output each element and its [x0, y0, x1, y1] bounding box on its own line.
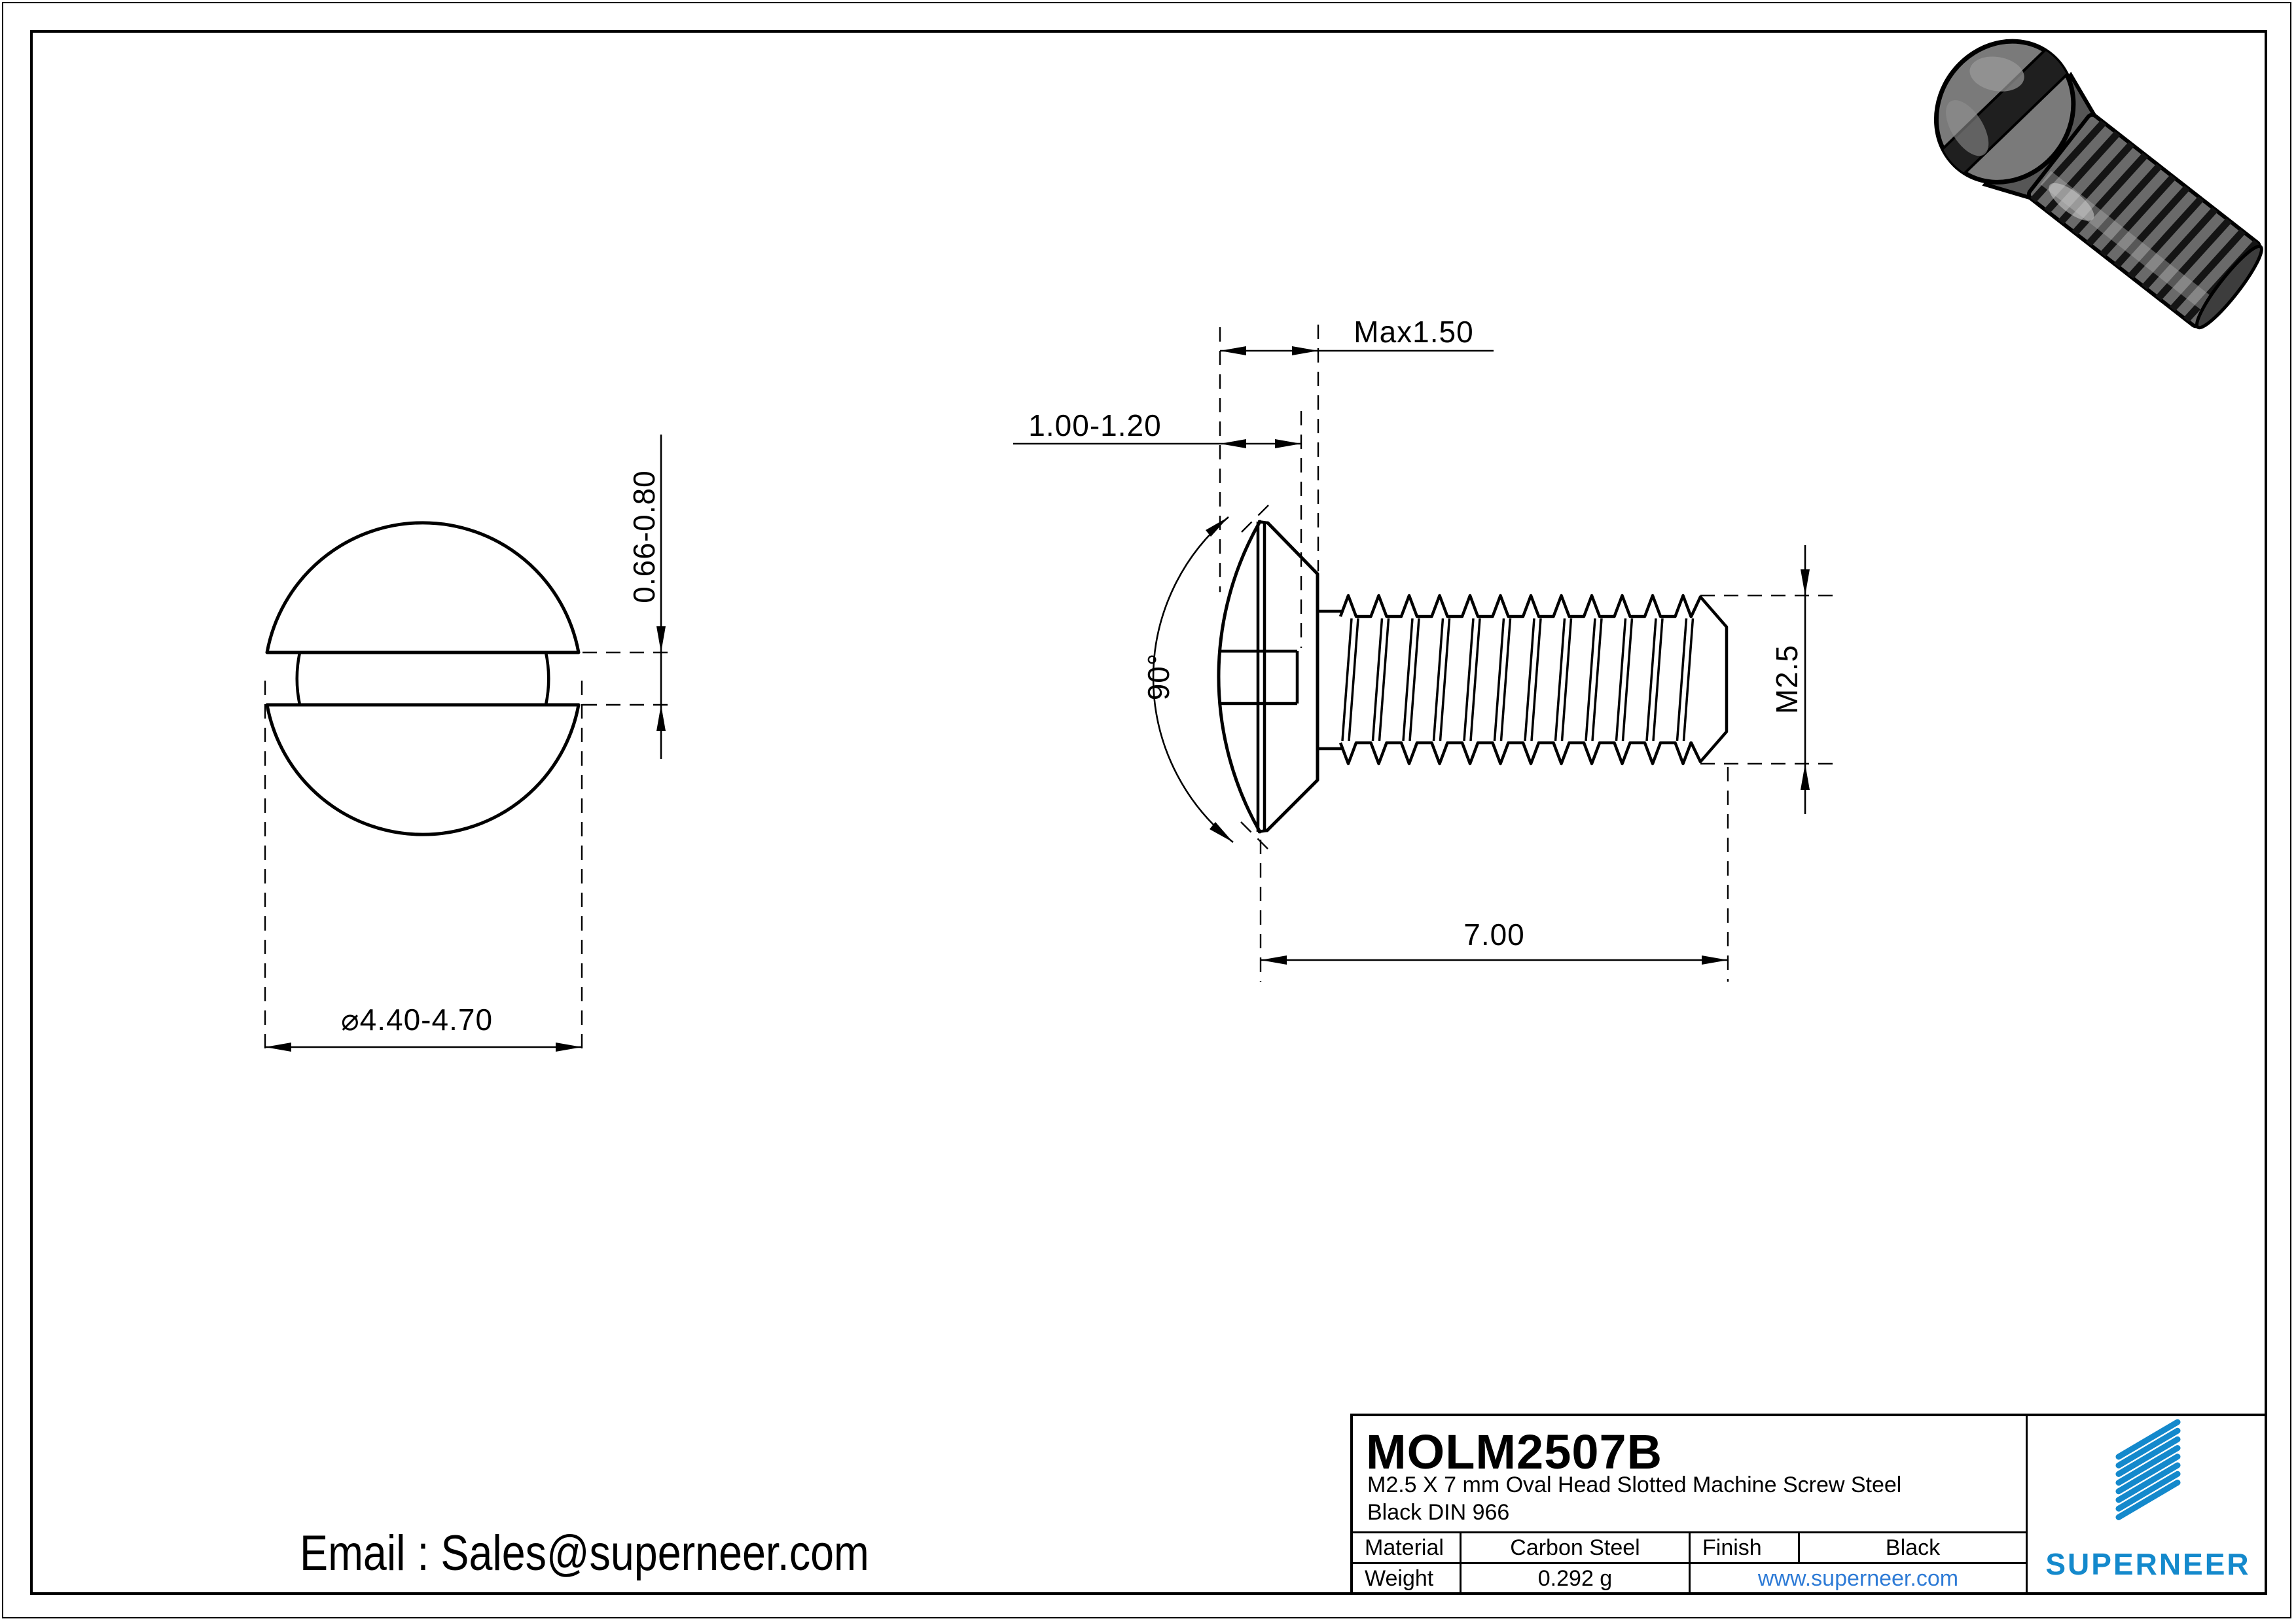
- finish-label: Finish: [1689, 1531, 1798, 1562]
- part-description-line1: M2.5 X 7 mm Oval Head Slotted Machine Sc…: [1367, 1472, 1902, 1497]
- website-link-text[interactable]: www.superneer.com: [1757, 1566, 1959, 1591]
- dim-length: 7.00: [1463, 918, 1525, 952]
- thread-profile: [1338, 594, 1729, 766]
- website-link[interactable]: www.superneer.com: [1689, 1562, 2026, 1594]
- dim-head-height-max: Max1.50: [1354, 315, 1474, 349]
- dim-dome-height: 1.00-1.20: [1028, 408, 1162, 442]
- side-view: [1013, 325, 1833, 982]
- drawing-frame-border: [30, 30, 2267, 1595]
- finish-value: Black: [1798, 1531, 2026, 1562]
- dim-thread-size: M2.5: [1770, 644, 1804, 715]
- title-block: MOLM2507B M2.5 X 7 mm Oval Head Slotted …: [1350, 1414, 2266, 1594]
- material-value: Carbon Steel: [1460, 1531, 1689, 1562]
- part-description-line2: Black DIN 966: [1367, 1500, 1510, 1525]
- weight-value: 0.292 g: [1460, 1562, 1689, 1594]
- brand-name: SUPERNEER: [2045, 1547, 2251, 1581]
- screw-3d-preview: [1933, 39, 2263, 330]
- part-number: MOLM2507B: [1366, 1425, 1663, 1479]
- brand-logo-column: SUPERNEER: [2026, 1416, 2269, 1594]
- front-view: [264, 435, 675, 1055]
- weight-label: Weight: [1353, 1562, 1460, 1594]
- contact-email: Email : Sales@superneer.com: [300, 1525, 869, 1581]
- dim-slot-depth: 0.66-0.80: [627, 470, 661, 603]
- dim-cone-angle: 90°: [1141, 652, 1175, 701]
- material-label: Material: [1353, 1531, 1460, 1562]
- dim-head-diameter: ⌀4.40-4.70: [340, 1003, 493, 1037]
- superneer-logo-icon: [2115, 1419, 2181, 1520]
